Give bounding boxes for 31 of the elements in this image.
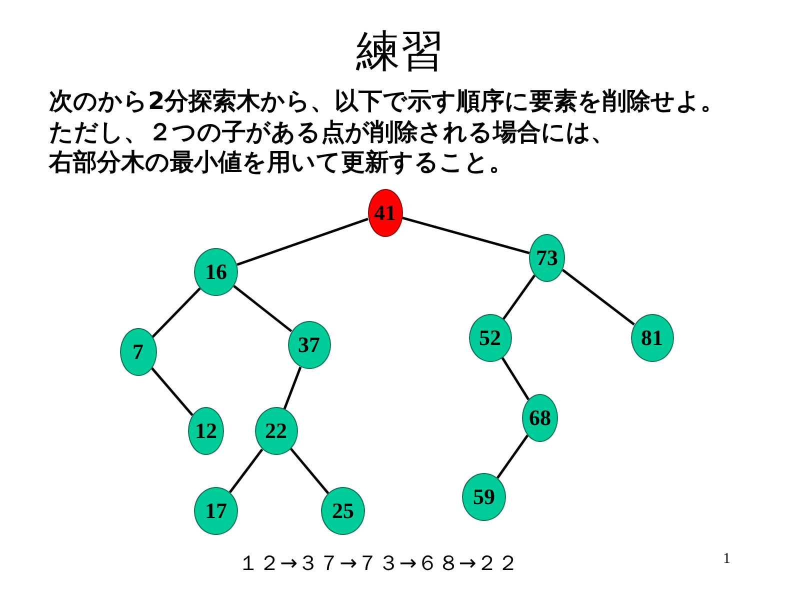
edge-line [501, 357, 530, 400]
instruction-text: 右部分木の最小値を用いて更新すること。 [49, 149, 513, 177]
edge-line [402, 216, 530, 254]
tree-node: 22 [254, 407, 298, 455]
title: 練習 [356, 27, 444, 78]
instruction-text: ただし、２つの子がある点が削除される場合には、 [49, 119, 615, 147]
deletion-sequence: １２→３７→７３→６８→２２ [238, 551, 518, 576]
tree-node: 52 [468, 314, 512, 362]
tree-node: 16 [194, 248, 238, 296]
edge-line [562, 268, 635, 326]
page-number: 1 [723, 551, 730, 568]
tree-node: 81 [630, 314, 674, 362]
tree-node: 7 [120, 328, 156, 376]
tree-node: 25 [321, 487, 365, 535]
instruction-text: 次のから2分探索木から、以下で示す順序に要素を削除せよ。 [49, 88, 725, 116]
edge-line [283, 366, 302, 410]
tree-node: 17 [194, 487, 238, 535]
tree-node: 37 [288, 321, 330, 369]
tree-node: 41 [368, 189, 402, 237]
tree-node: 59 [462, 473, 506, 521]
tree-node: 73 [529, 234, 565, 282]
edge-line [233, 285, 292, 332]
edge-line [236, 218, 368, 266]
edge-line [152, 288, 201, 338]
tree-node: 68 [522, 394, 558, 442]
tree-node: 12 [188, 407, 224, 455]
edge-line [228, 448, 264, 494]
edge-line [502, 274, 536, 320]
edge-line [290, 448, 330, 494]
edge-line [496, 434, 529, 479]
edge-line [150, 367, 194, 416]
